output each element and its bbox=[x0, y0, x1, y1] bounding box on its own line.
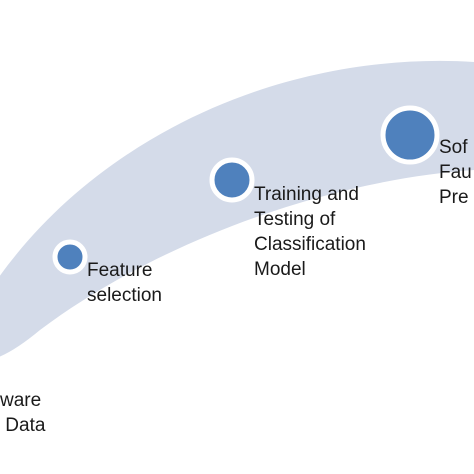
stage-label-line: Fau bbox=[439, 162, 472, 183]
stage-label-line: Pre bbox=[439, 187, 469, 208]
stage-label-line: Testing of bbox=[254, 209, 336, 230]
stage-label-data-collection: ware Data bbox=[0, 388, 45, 438]
stage-label-feature-selection: Feature selection bbox=[87, 258, 162, 308]
stage-label-fault-prediction: Sof Fau Pre bbox=[439, 135, 472, 210]
stage-node-feature-selection bbox=[52, 239, 88, 275]
stage-label-line: Classification bbox=[254, 234, 366, 255]
stage-label-line: selection bbox=[87, 285, 162, 306]
stage-node-fault-prediction bbox=[380, 105, 440, 165]
stage-label-line: Sof bbox=[439, 137, 468, 158]
stage-node-training-testing bbox=[209, 157, 255, 203]
stage-label-line: Training and bbox=[254, 184, 359, 205]
stage-label-line: Data bbox=[0, 415, 46, 436]
band-shape bbox=[0, 61, 474, 357]
stage-label-line: ware bbox=[0, 390, 42, 411]
stage-label-line: Feature bbox=[87, 260, 153, 281]
stage-label-line: Model bbox=[254, 259, 306, 280]
stage-label-training-testing: Training and Testing of Classification M… bbox=[254, 182, 366, 282]
